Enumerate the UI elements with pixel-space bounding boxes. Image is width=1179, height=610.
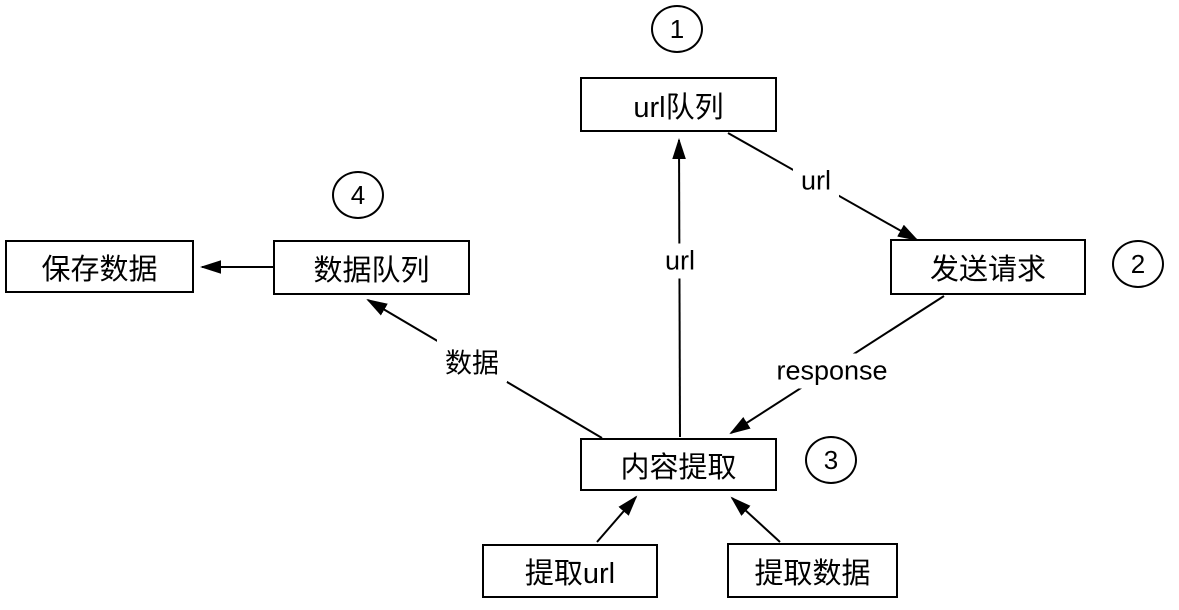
node-extract-data: 提取数据 xyxy=(727,543,898,598)
edge-label-url-out: url xyxy=(792,163,840,199)
step-badge-3: 3 xyxy=(805,436,857,484)
edge-extract-url-to-content-extract xyxy=(596,495,638,543)
edge-label-response: response xyxy=(768,353,896,389)
edge-extract-data-to-content-extract xyxy=(730,496,781,543)
step-badge-2: 2 xyxy=(1112,240,1164,288)
node-extract-url: 提取url xyxy=(482,544,658,598)
node-send-request: 发送请求 xyxy=(890,239,1086,295)
edge-label-url-back: url xyxy=(656,243,704,279)
node-content-extract: 内容提取 xyxy=(580,438,777,491)
edge-content-extract-to-url-queue xyxy=(672,138,686,438)
edge-label-data: 数据 xyxy=(437,339,507,383)
step-badge-1: 1 xyxy=(651,5,703,53)
node-save-data: 保存数据 xyxy=(5,240,194,293)
step-badge-4: 4 xyxy=(332,171,384,219)
node-data-queue: 数据队列 xyxy=(273,240,470,295)
node-url-queue: url队列 xyxy=(580,77,777,132)
